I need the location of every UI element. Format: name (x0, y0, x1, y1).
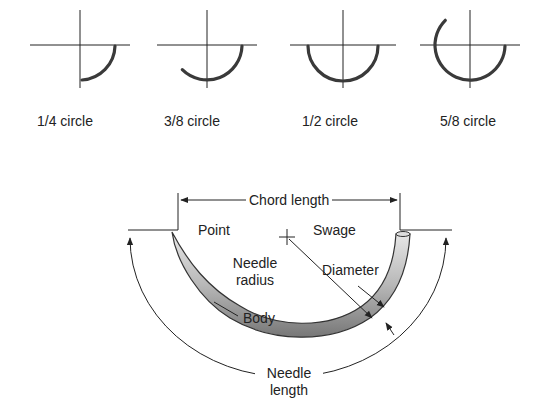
dimension-label: Needle length (255, 365, 323, 399)
needle-body (172, 232, 410, 337)
part-label: Body (243, 310, 275, 327)
part-label: Needle radius (225, 255, 285, 289)
circle-caption: 1/2 circle (302, 113, 358, 130)
circle-caption: 3/8 circle (164, 113, 220, 130)
chord-dimension (128, 193, 452, 230)
needle-arcs (82, 20, 505, 81)
part-label: Swage (313, 222, 356, 239)
part-label: Diameter (322, 262, 379, 279)
dimension-label: Chord length (246, 192, 332, 209)
circle-caption: 1/4 circle (37, 113, 93, 130)
circle-caption: 5/8 circle (440, 113, 496, 130)
leader-lines (214, 239, 394, 335)
part-label: Point (198, 222, 230, 239)
needle-swage-end (396, 232, 410, 237)
crosshairs (30, 10, 520, 88)
